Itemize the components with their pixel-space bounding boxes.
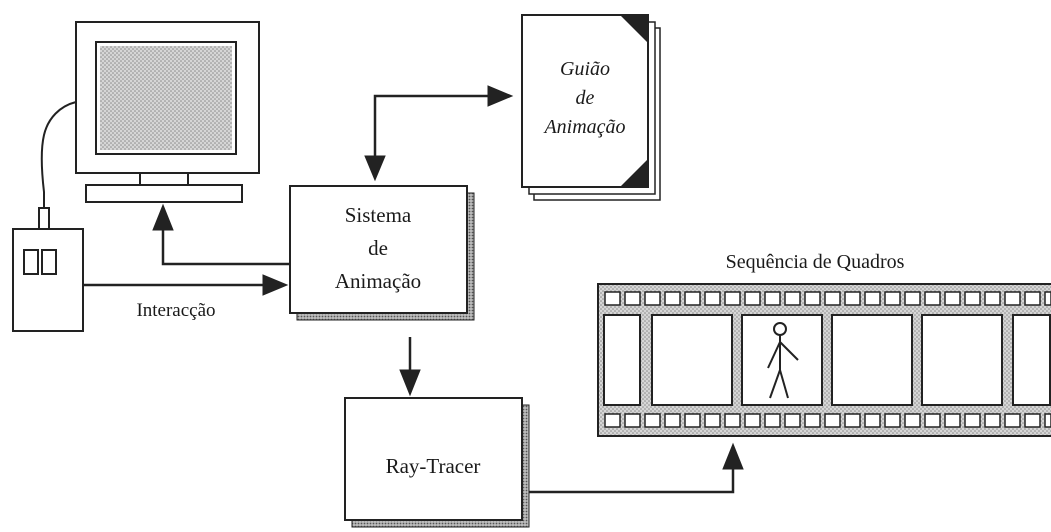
arrow-head-to-monitor bbox=[153, 205, 173, 230]
film-frame bbox=[1013, 315, 1050, 405]
perforation bbox=[1045, 414, 1051, 427]
monitor-icon bbox=[76, 22, 259, 202]
perforation bbox=[1005, 414, 1020, 427]
perforation bbox=[865, 292, 880, 305]
perforation bbox=[685, 414, 700, 427]
perforation bbox=[925, 414, 940, 427]
film-frame bbox=[832, 315, 912, 405]
perforation bbox=[605, 292, 620, 305]
perforation bbox=[705, 292, 720, 305]
raytracer-label: Ray-Tracer bbox=[386, 454, 481, 478]
perforation bbox=[885, 414, 900, 427]
arrow-head-to-book bbox=[488, 86, 512, 106]
arrow-head-to-film bbox=[723, 444, 743, 469]
film-strip-title: Sequência de Quadros bbox=[726, 251, 905, 273]
perforation bbox=[945, 292, 960, 305]
perforation bbox=[725, 292, 740, 305]
arrow-system-monitor bbox=[163, 228, 290, 264]
system-title-line1: Sistema bbox=[345, 203, 412, 227]
perforation bbox=[965, 292, 980, 305]
perforation bbox=[845, 292, 860, 305]
perforation bbox=[985, 292, 1000, 305]
perforation bbox=[965, 414, 980, 427]
perforation bbox=[805, 414, 820, 427]
perforation bbox=[985, 414, 1000, 427]
perforation bbox=[885, 292, 900, 305]
script-book: Guião de Animação bbox=[522, 15, 660, 200]
arrow-raytracer-film bbox=[529, 468, 733, 492]
arrow-head-to-system bbox=[365, 156, 385, 180]
perforation bbox=[785, 414, 800, 427]
perforation bbox=[605, 414, 620, 427]
perforation bbox=[1025, 414, 1040, 427]
perforation bbox=[665, 414, 680, 427]
perforation bbox=[645, 414, 660, 427]
perforation bbox=[625, 414, 640, 427]
perforation bbox=[925, 292, 940, 305]
film-frame bbox=[604, 315, 640, 405]
arrow-system-book bbox=[375, 96, 490, 165]
perforation bbox=[1045, 292, 1051, 305]
book-title-line2: de bbox=[576, 87, 595, 109]
film-frame bbox=[652, 315, 732, 405]
perforation bbox=[825, 292, 840, 305]
perforation bbox=[625, 292, 640, 305]
perforation bbox=[905, 292, 920, 305]
perforation bbox=[1005, 292, 1020, 305]
arrow-head-interaction bbox=[263, 275, 287, 295]
perforation bbox=[1025, 292, 1040, 305]
animation-system-box: Sistema de Animação bbox=[290, 186, 474, 320]
film-frame bbox=[922, 315, 1002, 405]
perforation bbox=[645, 292, 660, 305]
perforation bbox=[865, 414, 880, 427]
perforation bbox=[745, 414, 760, 427]
perforation bbox=[765, 292, 780, 305]
arrow-head-to-raytracer bbox=[400, 370, 420, 395]
perforation bbox=[685, 292, 700, 305]
device-cable bbox=[42, 102, 76, 210]
perforation bbox=[945, 414, 960, 427]
perforation bbox=[665, 292, 680, 305]
perforation bbox=[745, 292, 760, 305]
perforation bbox=[805, 292, 820, 305]
perforation bbox=[725, 414, 740, 427]
perforation bbox=[845, 414, 860, 427]
perforation bbox=[705, 414, 720, 427]
system-title-line2: de bbox=[368, 236, 388, 260]
perforation bbox=[825, 414, 840, 427]
book-title-line1: Guião bbox=[560, 58, 610, 80]
raytracer-box: Ray-Tracer bbox=[345, 398, 529, 527]
perforation bbox=[905, 414, 920, 427]
book-title-line3: Animação bbox=[542, 116, 625, 138]
interaction-label: Interacção bbox=[136, 300, 215, 321]
perforation bbox=[785, 292, 800, 305]
perforation bbox=[765, 414, 780, 427]
film-strip bbox=[598, 284, 1051, 436]
input-device-icon bbox=[13, 208, 83, 331]
system-title-line3: Animação bbox=[335, 269, 421, 293]
